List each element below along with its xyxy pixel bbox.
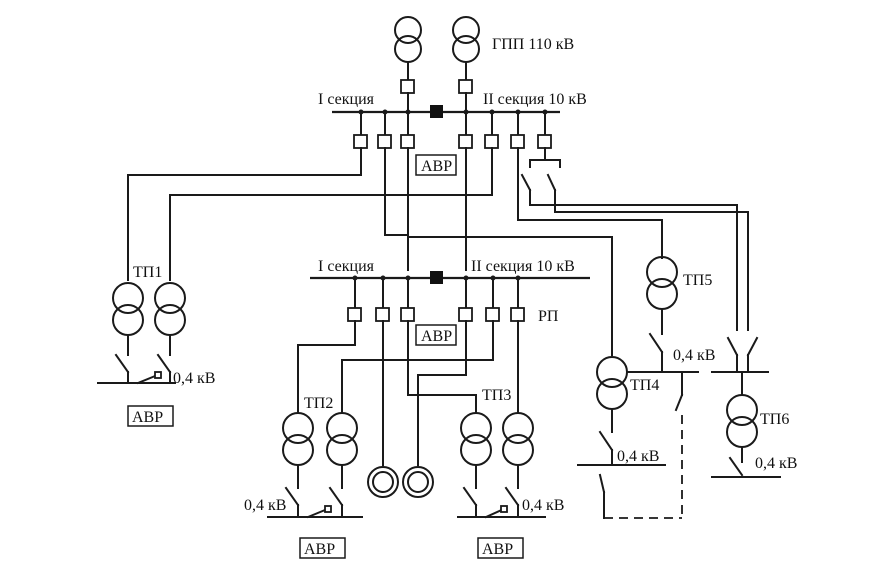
gpp-avr-box <box>415 154 457 176</box>
tp2-lv-label: 0,4 кВ <box>244 497 286 514</box>
tp1-transformer-2 <box>154 282 186 336</box>
tp1-avr-box <box>127 405 174 427</box>
gpp-feeder-breakers <box>353 134 552 149</box>
tp2-transformer-2 <box>326 412 358 466</box>
gpp-avr-label: АВР <box>421 158 452 175</box>
tp5-transformer <box>646 256 678 310</box>
rp-feeder-breakers <box>347 307 525 322</box>
gpp-bus-coupler <box>430 105 443 118</box>
tp2-avr-box <box>299 537 346 559</box>
tp6-label: ТП6 <box>760 411 789 428</box>
tp3-lv-label: 0,4 кВ <box>522 497 564 514</box>
rp-section-1-label: I секция <box>318 258 375 275</box>
gpp-section-1-label: I секция <box>318 91 375 108</box>
rp-label: РП <box>538 308 559 325</box>
rp-section-2-label: II секция 10 кВ <box>471 258 575 275</box>
tp6-transformer <box>726 394 758 448</box>
tp2-transformer-1 <box>282 412 314 466</box>
tp1-label: ТП1 <box>133 264 162 281</box>
tp3-label: ТП3 <box>482 387 511 404</box>
gpp-input-breaker-right <box>458 79 473 94</box>
gpp-transformer-right <box>452 16 480 63</box>
tp1-avr-label: АВР <box>132 409 163 426</box>
tp3-avr-label: АВР <box>482 541 513 558</box>
tp5-lv-label: 0,4 кВ <box>673 347 715 364</box>
tp3-transformer-2 <box>502 412 534 466</box>
motor-2 <box>402 466 434 498</box>
tp2-avr-label: АВР <box>304 541 335 558</box>
tp3-transformer-1 <box>460 412 492 466</box>
rp-avr-label: АВР <box>421 328 452 345</box>
rp-avr-box <box>415 324 457 346</box>
tp1-transformer-1 <box>112 282 144 336</box>
gpp-input-breaker-left <box>400 79 415 94</box>
tp3-avr-box <box>477 537 524 559</box>
gpp-transformer-left <box>394 16 422 63</box>
rp-bus-coupler <box>430 271 443 284</box>
gpp-label: ГПП 110 кВ <box>492 36 574 53</box>
tp6-lv-label: 0,4 кВ <box>755 455 797 472</box>
tp1-lv-label: 0,4 кВ <box>173 370 215 387</box>
tp5-label: ТП5 <box>683 272 712 289</box>
tp4-lv-label: 0,4 кВ <box>617 448 659 465</box>
tp4-label: ТП4 <box>630 377 659 394</box>
tp4-transformer <box>596 356 628 410</box>
motor-1 <box>367 466 399 498</box>
tp2-label: ТП2 <box>304 395 333 412</box>
gpp-section-2-label: II секция 10 кВ <box>483 91 587 108</box>
